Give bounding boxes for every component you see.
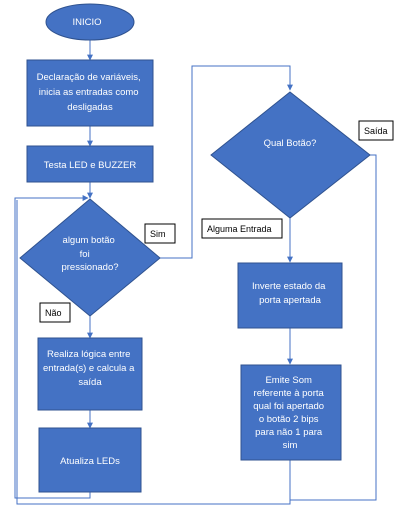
process-realiza-label: Realiza lógica entre entrada(s) e calcul… bbox=[43, 349, 137, 388]
edge-sim bbox=[160, 65, 293, 259]
process-emite: Emite Som referente à porta qual foi ape… bbox=[240, 364, 342, 461]
edge-emite-return bbox=[16, 200, 291, 505]
process-declaracao-label: Declaração de variáveis, inicia as entra… bbox=[37, 72, 144, 113]
process-inverte-label: Inverte estado da porta apertada bbox=[252, 281, 328, 306]
process-inverte: Inverte estado da porta apertada bbox=[237, 262, 343, 329]
label-sim-text: Sim bbox=[150, 229, 166, 239]
decision-qual-botao: Qual Botão? bbox=[210, 91, 371, 219]
connectors bbox=[14, 40, 377, 505]
decision-qual-botao-label: Qual Botão? bbox=[264, 138, 317, 149]
process-testa-label: Testa LED e BUZZER bbox=[44, 160, 137, 171]
decision-algum-botao-label: algum botão foi pressionado? bbox=[61, 235, 118, 273]
label-nao-text: Não bbox=[45, 308, 62, 318]
label-saida-text: Saída bbox=[364, 126, 388, 136]
label-saida: Saída bbox=[358, 120, 394, 141]
process-atualiza: Atualiza LEDs bbox=[38, 427, 142, 493]
start-node: INICIO bbox=[45, 3, 135, 41]
decision-algum-botao: algum botão foi pressionado? bbox=[19, 198, 161, 317]
label-alguma-entrada: Alguma Entrada bbox=[201, 218, 283, 239]
process-testa: Testa LED e BUZZER bbox=[26, 145, 154, 183]
edge-loop-back bbox=[14, 195, 91, 499]
label-alguma-entrada-text: Alguma Entrada bbox=[207, 224, 272, 234]
process-atualiza-label: Atualiza LEDs bbox=[60, 456, 120, 467]
process-emite-label: Emite Som referente à porta qual foi ape… bbox=[253, 375, 326, 451]
process-realiza: Realiza lógica entre entrada(s) e calcul… bbox=[37, 337, 143, 411]
label-sim: Sim bbox=[144, 223, 176, 244]
process-declaracao: Declaração de variáveis, inicia as entra… bbox=[26, 59, 154, 127]
start-node-label: INICIO bbox=[72, 17, 101, 28]
label-nao: Não bbox=[39, 302, 71, 323]
